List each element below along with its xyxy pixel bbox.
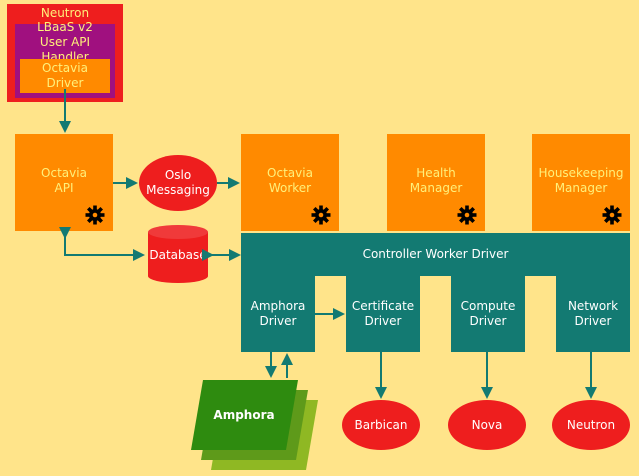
certificate-driver-box: Certificate Driver	[346, 276, 420, 352]
database-label: Database	[149, 247, 207, 262]
housekeeping-manager-label: Housekeeping Manager	[538, 166, 624, 195]
nova-ellipse: Nova	[448, 400, 526, 450]
arrow-api-database	[59, 227, 145, 261]
amphora-driver-box: Amphora Driver	[241, 276, 315, 352]
neutron-title: Neutron	[40, 5, 90, 20]
gear-icon	[457, 205, 477, 225]
health-manager-box: Health Manager	[387, 134, 485, 231]
health-manager-label: Health Manager	[409, 166, 463, 195]
network-driver-box: Network Driver	[556, 276, 630, 352]
database-cylinder	[148, 225, 208, 283]
octavia-worker-label: Octavia Worker	[267, 166, 313, 195]
lbaas-box: LBaaS v2 User API Handler Octavia Driver	[15, 20, 115, 98]
octavia-driver-box: Octavia Driver	[20, 59, 110, 93]
neutron-container: Neutron LBaaS v2 User API Handler Octavi…	[7, 4, 123, 102]
oslo-messaging-ellipse: Oslo Messaging	[139, 155, 217, 211]
gear-icon	[85, 205, 105, 225]
gear-icon	[602, 205, 622, 225]
compute-driver-box: Compute Driver	[451, 276, 525, 352]
gear-icon	[311, 205, 331, 225]
octavia-api-box: Octavia API	[15, 134, 113, 231]
octavia-worker-box: Octavia Worker	[241, 134, 339, 231]
barbican-ellipse: Barbican	[342, 400, 420, 450]
octavia-api-label: Octavia API	[41, 166, 87, 195]
controller-worker-driver: Controller Worker Driver	[241, 233, 630, 276]
amphora-label: Amphora	[213, 407, 275, 422]
amphora-stack	[191, 380, 318, 470]
housekeeping-manager-box: Housekeeping Manager	[532, 134, 630, 231]
neutron-service-ellipse: Neutron	[552, 400, 630, 450]
